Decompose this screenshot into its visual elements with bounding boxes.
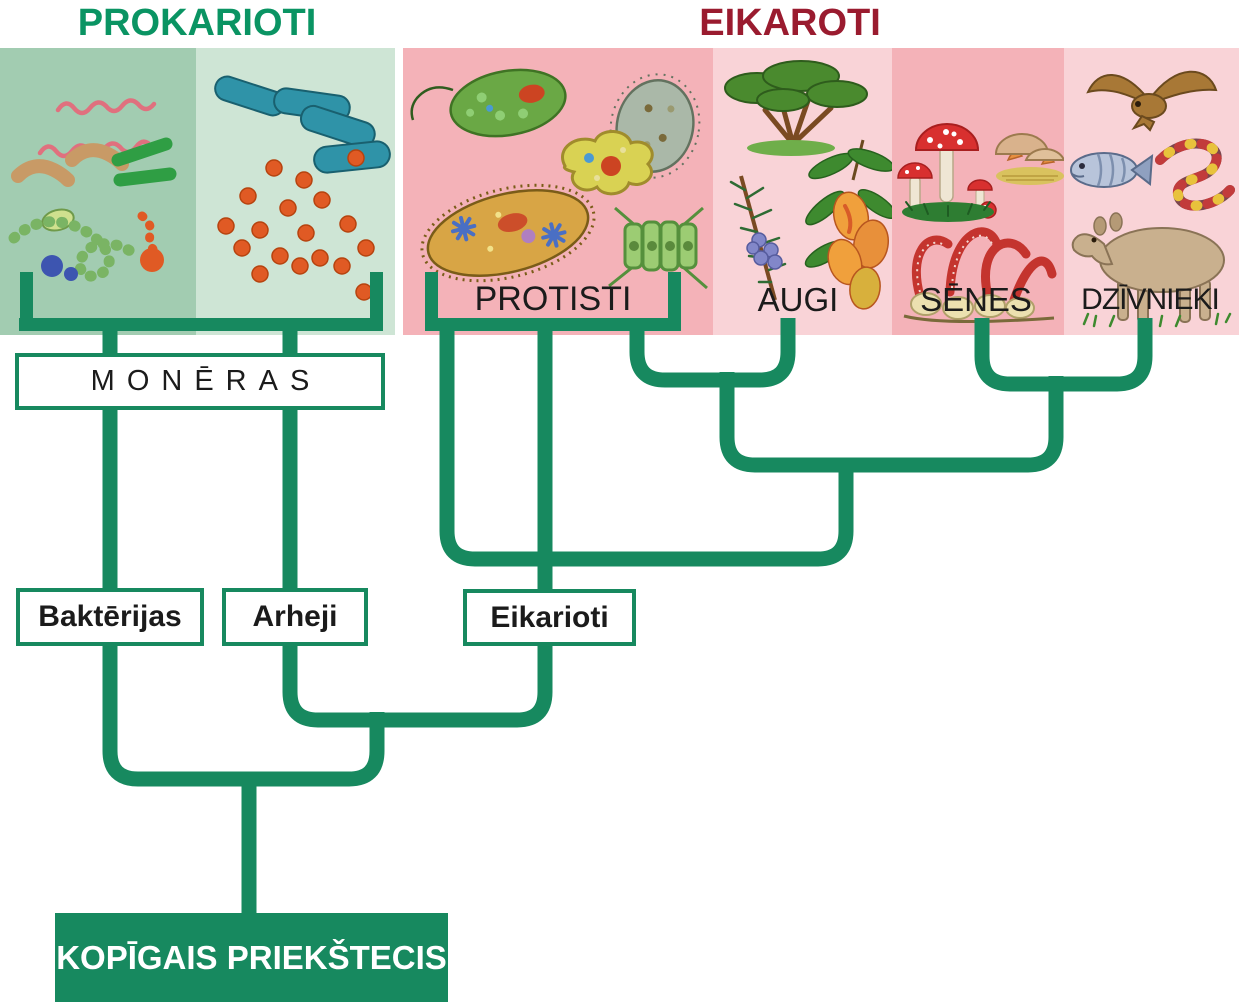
panel-plants	[713, 48, 892, 335]
panel-animals	[1064, 48, 1239, 335]
bacteria-box: Baktērijas	[16, 588, 204, 646]
panel-archaea	[196, 48, 395, 335]
common-ancestor-label: KOPĪGAIS PRIEKŠTECIS	[56, 938, 447, 976]
label-fungi: SĒNES	[920, 281, 1032, 318]
protists-illustration	[410, 68, 708, 290]
moneras-label: MONĒRAS	[90, 365, 322, 397]
panel-protists	[403, 48, 713, 335]
panel-fungi	[892, 48, 1064, 335]
common-ancestor-box: KOPĪGAIS PRIEKŠTECIS	[55, 913, 448, 1002]
eukaryotes-box: Eikarioti	[463, 589, 636, 646]
label-protists: PROTISTI	[474, 280, 632, 318]
mixed-bacteria-illustration	[8, 98, 177, 282]
eukaryotes-title: EIKAROTI	[699, 2, 881, 44]
animals-illustration	[1070, 70, 1235, 328]
prokaryotes-title: PROKARIOTI	[77, 2, 317, 44]
eukaryotes-label: Eikarioti	[490, 600, 609, 634]
label-plants: AUGI	[757, 281, 839, 318]
moneras-box: MONĒRAS	[15, 353, 385, 410]
rod-cocci-bacteria-illustration	[214, 75, 391, 301]
fungi-illustration	[897, 123, 1064, 324]
label-animals: DZĪVNIEKI	[1081, 283, 1220, 316]
archaea-box: Arheji	[222, 588, 368, 646]
archaea-label: Arheji	[252, 600, 338, 633]
plants-illustration	[724, 60, 892, 310]
bacteria-label: Baktērijas	[38, 600, 182, 633]
